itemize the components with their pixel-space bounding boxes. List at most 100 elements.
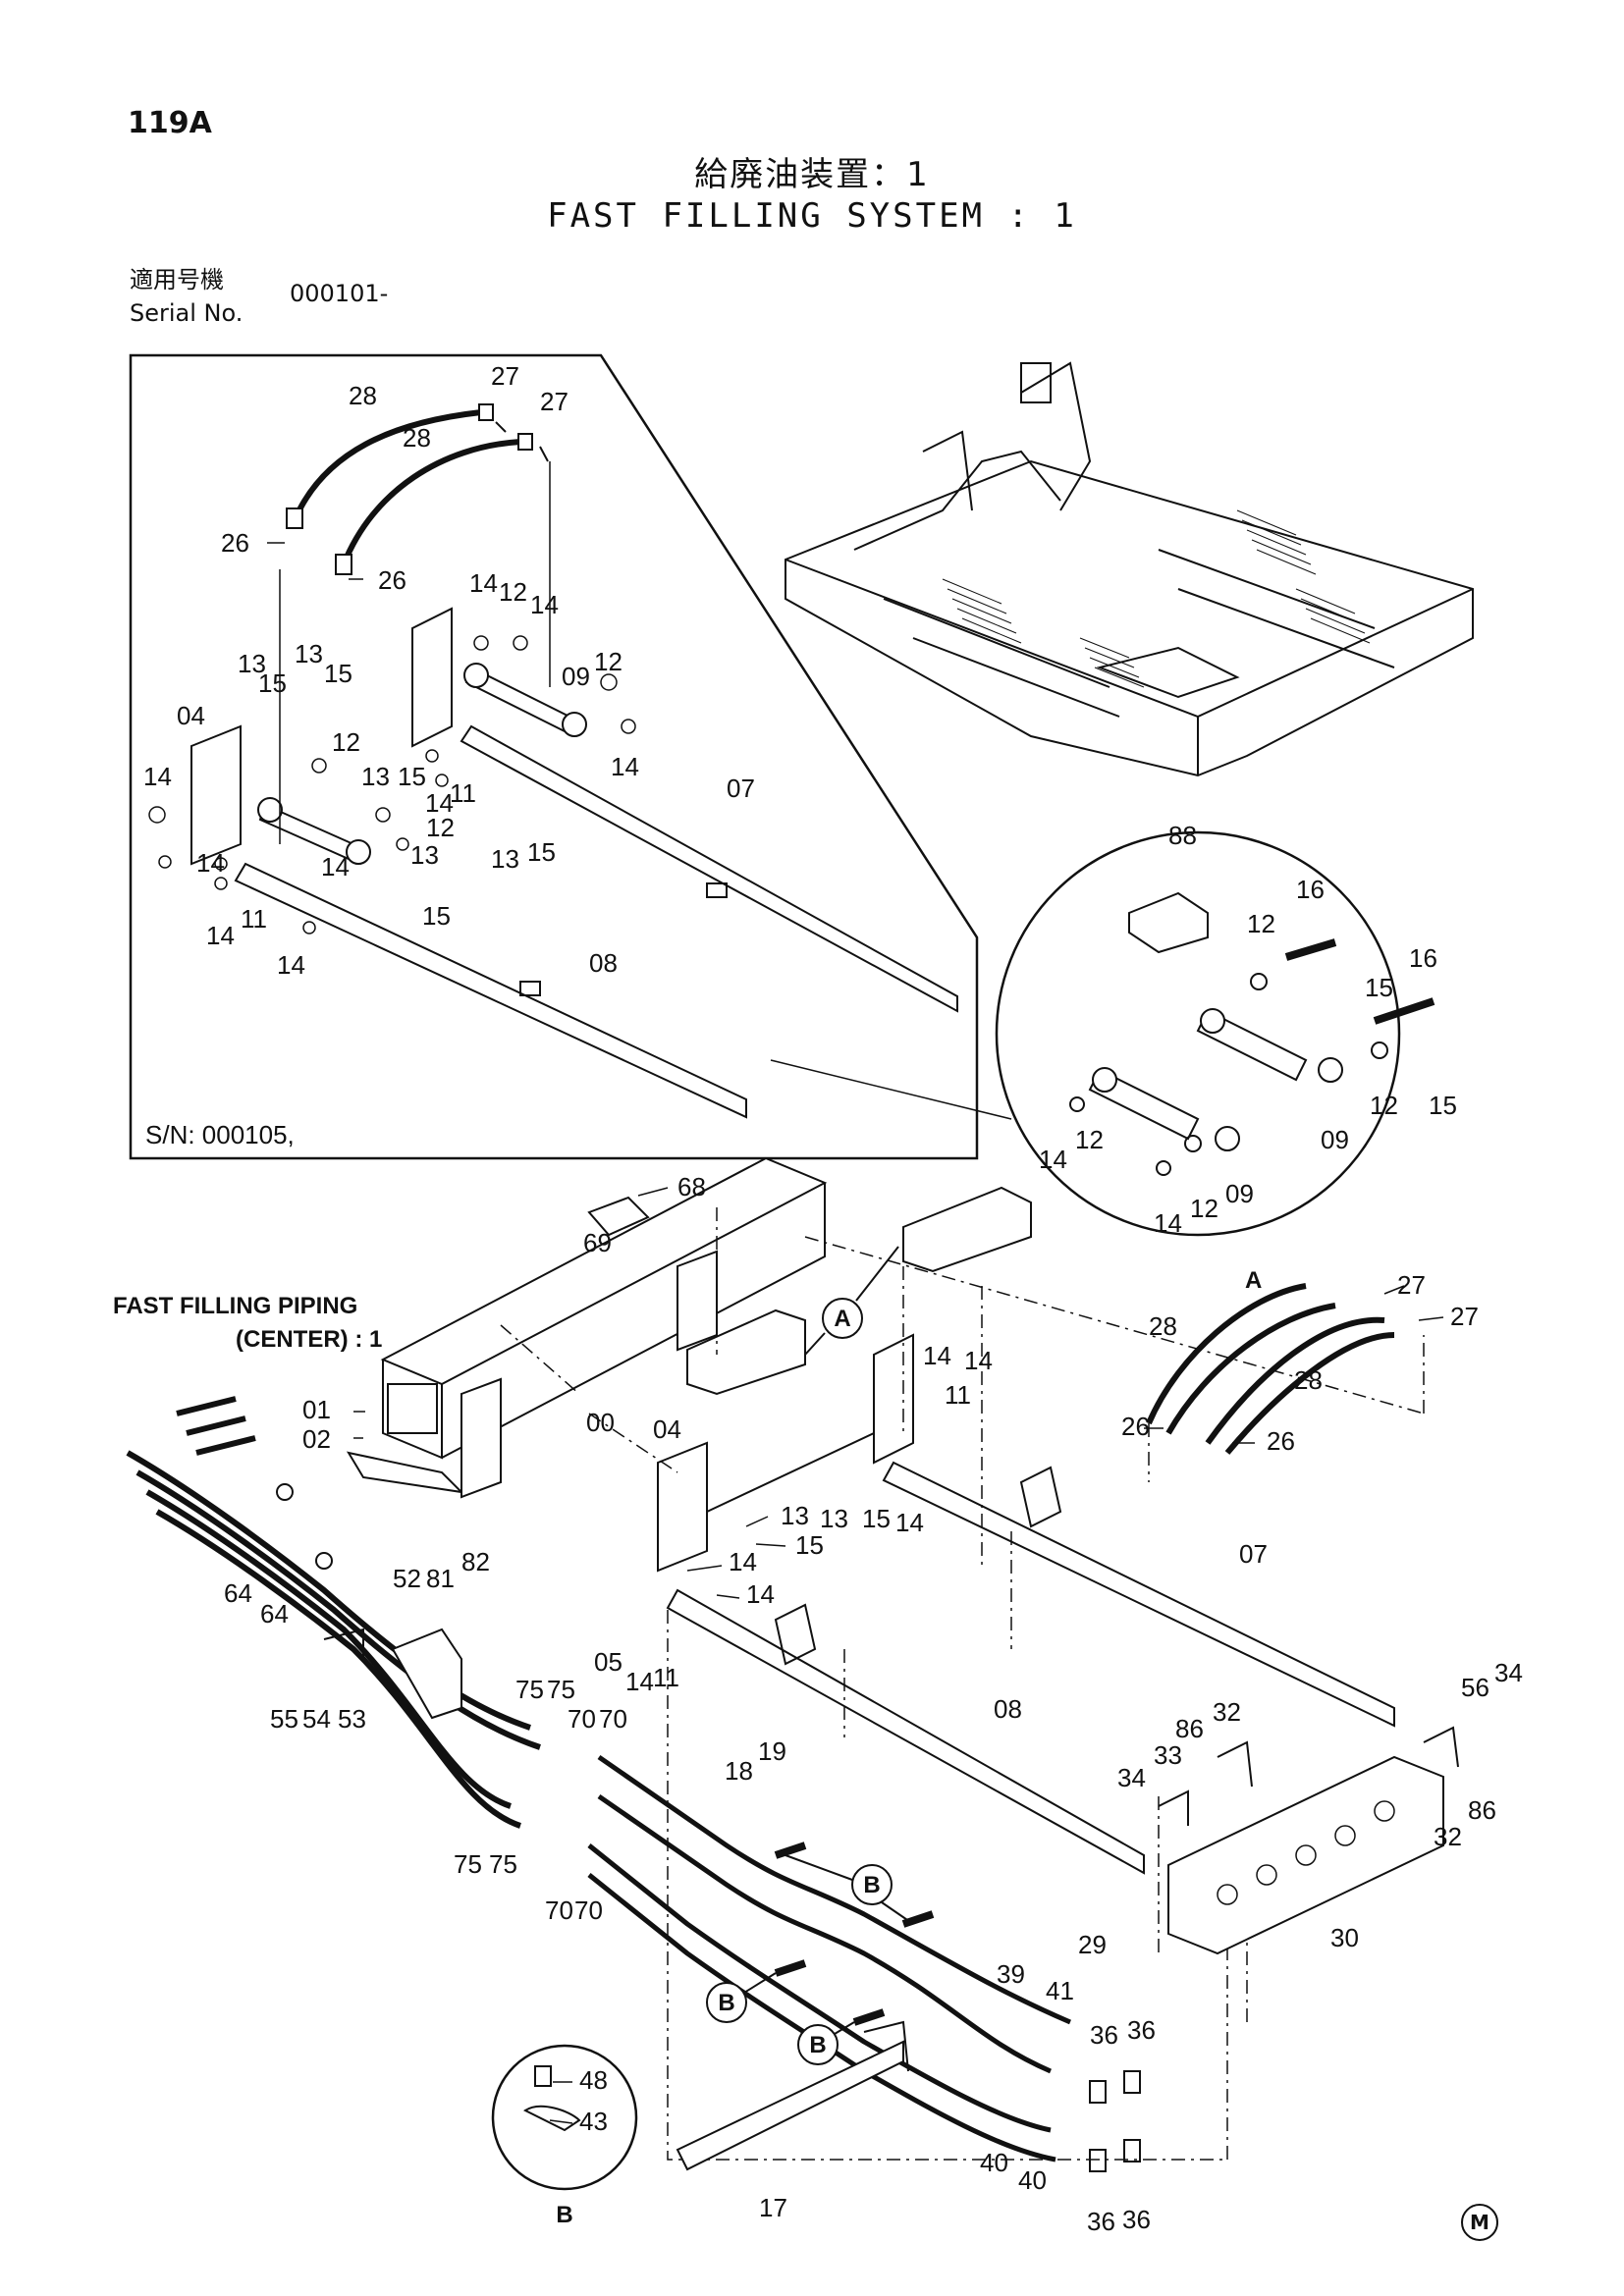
bracket-17 — [676, 2040, 904, 2171]
part-15: 15 — [1365, 973, 1393, 1002]
part-75: 75 — [454, 1849, 482, 1879]
part-54: 54 — [302, 1704, 331, 1734]
fitting — [335, 554, 352, 575]
cylinder-end — [562, 712, 587, 737]
serial-label: 適用号機 Serial No. — [130, 263, 243, 330]
callout-b-1: B — [785, 1854, 914, 1925]
elbow-27 — [495, 421, 549, 462]
part-70: 70 — [568, 1704, 596, 1734]
detail-b-parts — [523, 2065, 581, 2132]
bar-08-main — [666, 1588, 1145, 1875]
hose-clamp — [315, 1552, 333, 1570]
part-12: 12 — [594, 647, 623, 676]
part-27: 27 — [1450, 1302, 1479, 1331]
cylinder-end — [257, 797, 283, 823]
part-41: 41 — [1046, 1976, 1074, 2005]
svg-text:A: A — [834, 1306, 850, 1332]
part-75: 75 — [489, 1849, 517, 1879]
part-64: 64 — [224, 1578, 252, 1608]
fitting — [286, 507, 303, 529]
callout-b-2: B — [706, 1972, 777, 2023]
part-15: 15 — [422, 901, 451, 931]
fittings-36 — [1089, 2070, 1141, 2172]
part-labels: 28 28 27 27 26 26 14 12 14 13 15 09 12 1… — [143, 361, 1523, 2236]
serial-label-en: Serial No. — [130, 299, 244, 327]
part-34: 34 — [1494, 1658, 1523, 1687]
footer-mark: M — [1461, 2204, 1498, 2241]
svg-text:B: B — [718, 1990, 734, 2016]
part-28: 28 — [349, 381, 377, 410]
part-30: 30 — [1330, 1923, 1359, 1952]
part-14: 14 — [196, 848, 225, 878]
clevis — [1019, 1466, 1062, 1528]
hose-28-main-d — [1224, 1332, 1395, 1455]
callout-b-3: B — [797, 2021, 855, 2065]
cylinder-assy-b — [902, 1186, 1032, 1273]
part-27: 27 — [491, 361, 519, 391]
part-18: 18 — [725, 1756, 753, 1786]
part-14: 14 — [206, 921, 235, 950]
detail-circle-b — [491, 2044, 638, 2191]
piping-64 — [126, 1396, 541, 1829]
bracket-33 — [1158, 1789, 1189, 1826]
part-04: 04 — [177, 701, 205, 730]
part-15: 15 — [1429, 1091, 1457, 1120]
machine-frame-overview — [785, 361, 1474, 777]
part-15: 15 — [862, 1504, 891, 1533]
part-86: 86 — [1175, 1714, 1204, 1743]
part-40: 40 — [980, 2148, 1008, 2177]
part-81: 81 — [426, 1564, 455, 1593]
part-88: 88 — [1168, 821, 1197, 850]
bracket-17-end — [863, 2020, 909, 2072]
bracket — [519, 981, 541, 996]
part-12: 12 — [426, 813, 455, 842]
part-12: 12 — [1370, 1091, 1398, 1120]
part-26: 26 — [378, 565, 406, 595]
clamp-bracket — [391, 1628, 462, 1720]
part-14: 14 — [1039, 1145, 1067, 1174]
svg-text:B: B — [863, 1872, 880, 1898]
bracket-right-main — [873, 1333, 914, 1465]
part-14: 14 — [625, 1667, 654, 1696]
part-13: 13 — [238, 649, 266, 678]
part-43: 43 — [579, 2107, 608, 2136]
part-14: 14 — [425, 788, 454, 818]
part-16: 16 — [1296, 875, 1325, 904]
part-12: 12 — [499, 577, 527, 607]
part-69: 69 — [583, 1228, 612, 1257]
part-14: 14 — [895, 1508, 924, 1537]
part-13: 13 — [295, 639, 323, 668]
cylinder-end — [346, 839, 371, 865]
part-14: 14 — [321, 852, 350, 881]
part-40: 40 — [1018, 2165, 1047, 2195]
part-13: 13 — [781, 1501, 809, 1530]
part-32: 32 — [1434, 1822, 1462, 1851]
part-14: 14 — [611, 752, 639, 781]
part-09: 09 — [562, 662, 590, 691]
part-14: 14 — [1154, 1208, 1182, 1238]
inset-serial-note: S/N: 000105, — [145, 1120, 295, 1149]
part-01: 01 — [302, 1395, 331, 1424]
part-34: 34 — [1117, 1763, 1146, 1792]
clevis — [774, 1603, 817, 1666]
page-number: 119A — [128, 106, 212, 140]
part-17: 17 — [759, 2193, 787, 2222]
part-11: 11 — [450, 778, 476, 808]
part-14: 14 — [729, 1547, 757, 1576]
part-36: 36 — [1087, 2207, 1115, 2236]
part-12: 12 — [1190, 1194, 1218, 1223]
part-70: 70 — [545, 1896, 573, 1925]
clamps-b — [774, 1842, 935, 2026]
part-14: 14 — [746, 1579, 775, 1609]
part-33: 33 — [1154, 1740, 1182, 1770]
part-09: 09 — [1225, 1179, 1254, 1208]
part-64: 64 — [260, 1599, 289, 1629]
part-15: 15 — [324, 659, 352, 688]
bracket-68 — [587, 1196, 650, 1237]
part-15: 15 — [795, 1530, 824, 1560]
part-08: 08 — [994, 1694, 1022, 1724]
part-11: 11 — [241, 904, 267, 934]
part-28: 28 — [1294, 1365, 1323, 1395]
part-14: 14 — [143, 762, 172, 791]
hose-28-inset-a — [292, 409, 482, 522]
